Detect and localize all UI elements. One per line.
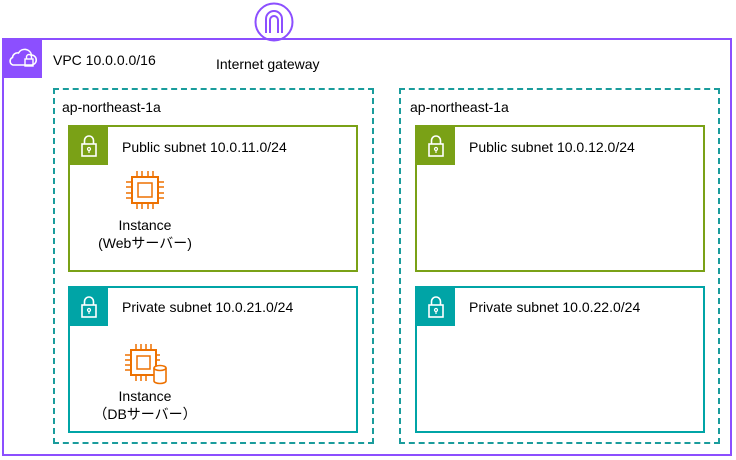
vpc-container — [2, 38, 732, 456]
db-instance-label-line2: （DBサーバー） — [93, 406, 197, 422]
vpc-cloud-lock-icon — [2, 38, 42, 78]
availability-zone-1 — [53, 88, 374, 444]
vpc-label: VPC 10.0.0.0/16 — [53, 52, 156, 68]
db-instance-label: Instance （DBサーバー） — [85, 387, 205, 423]
private-subnet-1 — [68, 286, 358, 433]
private-subnet-1-label: Private subnet 10.0.21.0/24 — [122, 299, 294, 315]
public-subnet-1-label: Public subnet 10.0.11.0/24 — [122, 139, 287, 155]
private-subnet-2 — [415, 286, 705, 433]
public-subnet-lock-icon — [70, 127, 108, 165]
availability-zone-2-label: ap-northeast-1a — [410, 99, 509, 115]
internet-gateway-icon[interactable] — [254, 2, 294, 42]
internet-gateway-label: Internet gateway — [216, 56, 320, 72]
db-instance-chip-database-icon[interactable] — [125, 344, 171, 386]
web-instance-label: Instance (Webサーバー) — [85, 216, 205, 252]
public-subnet-2-label: Public subnet 10.0.12.0/24 — [469, 139, 635, 155]
public-subnet-1 — [68, 125, 358, 272]
availability-zone-1-label: ap-northeast-1a — [62, 99, 161, 115]
private-subnet-lock-icon — [70, 288, 108, 326]
web-instance-label-line2: (Webサーバー) — [98, 235, 192, 251]
public-subnet-2 — [415, 125, 705, 272]
web-instance-label-line1: Instance — [118, 217, 172, 233]
web-instance-chip-icon[interactable] — [125, 170, 165, 210]
private-subnet-2-label: Private subnet 10.0.22.0/24 — [469, 299, 641, 315]
public-subnet-lock-icon — [417, 127, 455, 165]
private-subnet-lock-icon — [417, 288, 455, 326]
db-instance-label-line1: Instance — [118, 388, 172, 404]
availability-zone-2 — [399, 88, 720, 444]
